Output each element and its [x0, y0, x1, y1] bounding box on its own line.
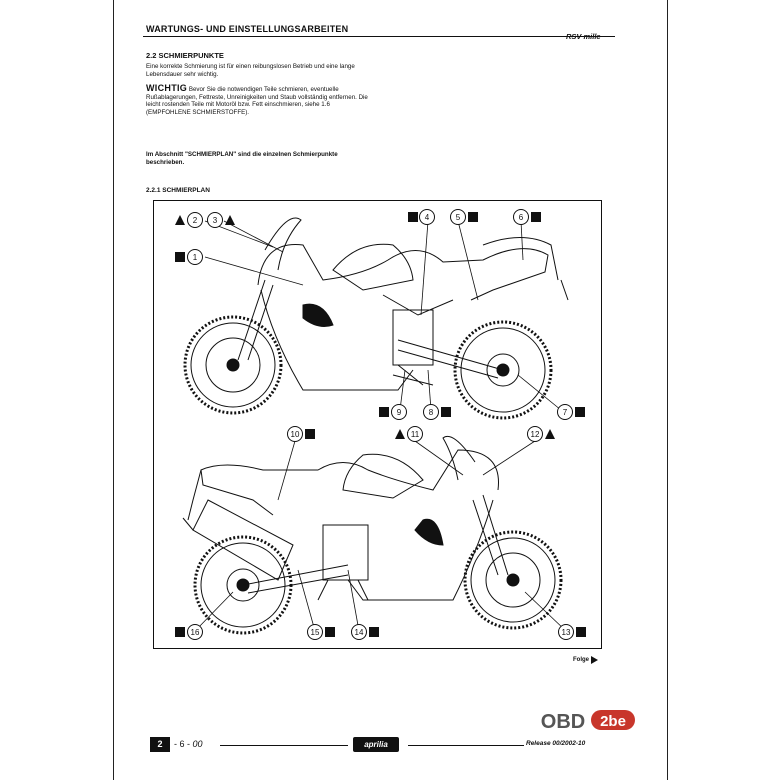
watermark-text-2be: 2be [600, 713, 626, 730]
callout-14: 14 [355, 628, 364, 637]
header-title: WARTUNGS- UND EINSTELLUNGSARBEITEN [146, 24, 349, 34]
intro-paragraph: Eine korrekte Schmierung ist für einen r… [146, 63, 355, 78]
obd2be-logo: OBD 2be [541, 710, 635, 733]
model-name: RSV mille [566, 32, 601, 41]
warning-paragraph: WICHTIG Bevor Sie die notwendigen Teile … [146, 83, 368, 116]
page-footer: 2 - 6 - 00 aprilia Release 00/2002-10 [150, 737, 620, 755]
callout-6: 6 [519, 213, 524, 222]
footer-rule-right [408, 745, 524, 746]
warning-text: Bevor Sie die notwendigen Teile schmiere… [146, 86, 368, 116]
motorcycle-left-side-illustration [182, 436, 563, 635]
motorcycle-right-side-illustration [183, 217, 569, 420]
section-title: 2.2 SCHMIERPUNKTE [146, 51, 224, 60]
callout-10: 10 [291, 430, 300, 439]
watermark-text-obd: OBD [541, 711, 585, 733]
brand-logo: aprilia [353, 737, 399, 752]
subsection-title: 2.2.1 SCHMIERPLAN [146, 187, 210, 194]
release-label: Release 00/2002-10 [526, 740, 586, 747]
callout-12: 12 [531, 430, 540, 439]
callout-4: 4 [425, 213, 430, 222]
footer-rule-left [220, 745, 348, 746]
callout-2: 2 [193, 216, 198, 225]
page-number-main: - 6 - [174, 739, 191, 749]
callout-9: 9 [397, 408, 402, 417]
header-rule [143, 36, 615, 37]
reference-paragraph: Im Abschnitt "SCHMIERPLAN" sind die einz… [146, 151, 338, 166]
callout-11: 11 [411, 430, 420, 439]
callout-8: 8 [429, 408, 434, 417]
page-frame [113, 0, 668, 780]
callout-16: 16 [191, 628, 200, 637]
page-number: - 6 - 00 [174, 739, 203, 749]
callout-13: 13 [562, 628, 571, 637]
callout-15: 15 [311, 628, 320, 637]
chapter-box: 2 [150, 737, 170, 752]
callout-1: 1 [193, 253, 198, 262]
next-page-label: Folge [573, 657, 589, 663]
callout-7: 7 [563, 408, 568, 417]
next-arrow-icon [591, 656, 598, 664]
lubrication-diagram: 1 2 3 4 5 6 7 8 9 [153, 200, 602, 649]
warning-label: WICHTIG [146, 83, 188, 93]
callout-5: 5 [456, 213, 461, 222]
callout-3: 3 [213, 216, 218, 225]
page-number-sub: 00 [192, 739, 203, 749]
